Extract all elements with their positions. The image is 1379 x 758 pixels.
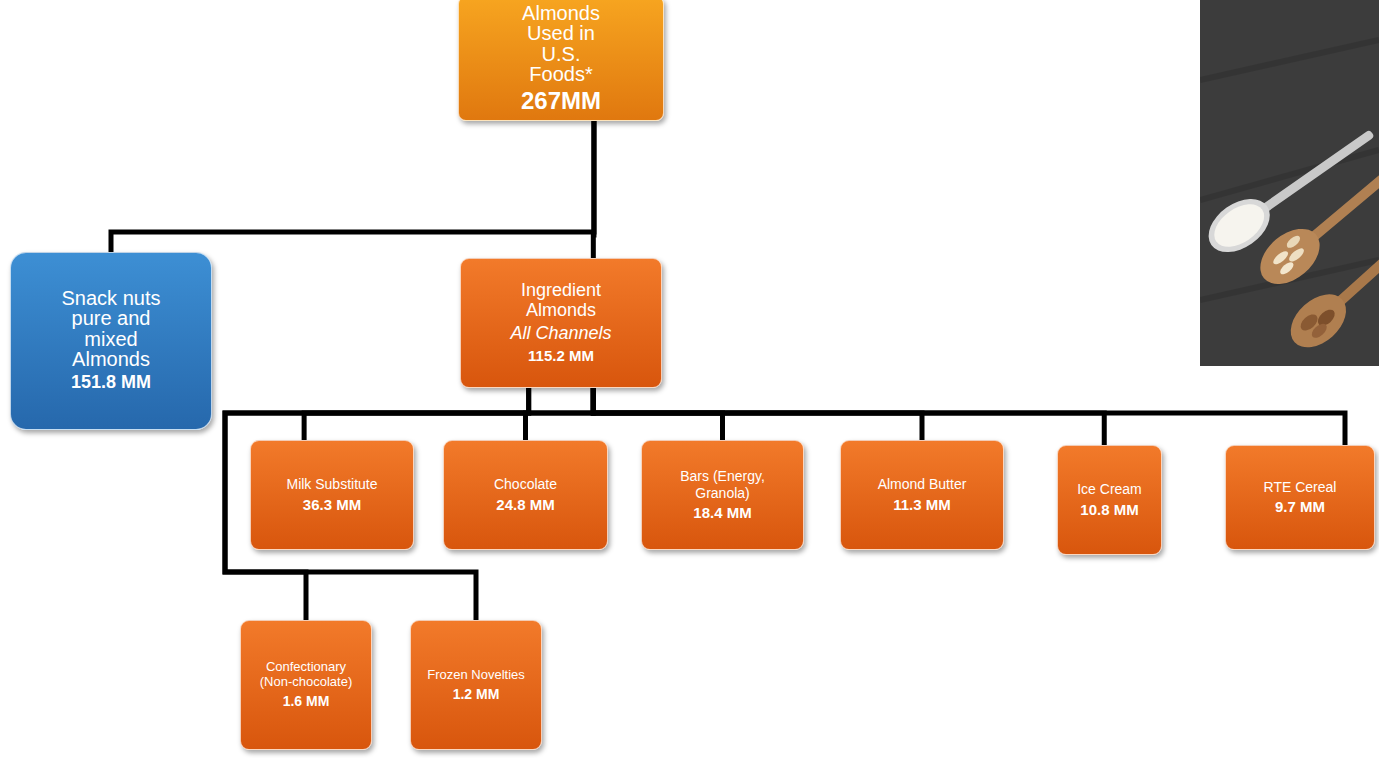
- box-content: Milk Substitute 36.3 MM: [286, 476, 377, 513]
- box-content: Bars (Energy, Granola) 18.4 MM: [668, 468, 778, 521]
- connector-line: [593, 388, 1345, 445]
- category-label: Confectionary (Non-chocolate): [250, 660, 362, 690]
- box-content: Frozen Novelties 1.2 MM: [427, 668, 525, 703]
- connector-line: [593, 388, 1104, 445]
- category-box: Bars (Energy, Granola) 18.4 MM: [641, 440, 804, 550]
- category-label: Bars (Energy, Granola): [668, 468, 778, 500]
- category-box: Ice Cream 10.8 MM: [1057, 445, 1162, 555]
- category-box: Milk Substitute 36.3 MM: [250, 440, 414, 550]
- category-box: Frozen Novelties 1.2 MM: [410, 620, 542, 750]
- box-content: Confectionary (Non-chocolate) 1.6 MM: [250, 660, 362, 710]
- connector-line: [111, 121, 594, 252]
- ingredient-box: Ingredient AlmondsAll Channels 115.2 MM: [460, 258, 662, 388]
- category-box: Almond Butter 11.3 MM: [840, 440, 1004, 550]
- box-content: Snack nuts pure and mixed Almonds151.8 M…: [51, 288, 171, 394]
- volume-value: 267MM: [521, 88, 601, 114]
- category-label: Snack nuts pure and mixed Almonds: [51, 288, 171, 370]
- connector-line: [591, 121, 597, 258]
- box-content: Ingredient AlmondsAll Channels 115.2 MM: [496, 281, 626, 364]
- total-box: Almonds Used in U.S. Foods* 267MM: [458, 0, 664, 121]
- category-label: Chocolate: [494, 476, 557, 492]
- category-label: Ingredient Almonds: [496, 281, 626, 321]
- category-box: Confectionary (Non-chocolate) 1.6 MM: [240, 620, 372, 750]
- category-label: RTE Cereal: [1264, 479, 1337, 495]
- volume-value: 151.8 MM: [71, 372, 151, 394]
- category-label: Almond Butter: [878, 476, 967, 492]
- volume-value: 24.8 MM: [496, 496, 554, 514]
- box-content: RTE Cereal 9.7 MM: [1264, 479, 1337, 516]
- box-content: Almond Butter 11.3 MM: [878, 476, 967, 513]
- category-label: Almonds Used in U.S. Foods*: [518, 3, 604, 85]
- category-label: Frozen Novelties: [427, 668, 525, 683]
- volume-value: 115.2 MM: [528, 347, 594, 365]
- category-label: Ice Cream: [1077, 481, 1142, 497]
- volume-value: 9.7 MM: [1275, 498, 1325, 516]
- connector-line: [526, 388, 594, 440]
- category-label: All Channels: [510, 324, 611, 344]
- volume-value: 36.3 MM: [303, 496, 361, 514]
- snack-box: Snack nuts pure and mixed Almonds151.8 M…: [10, 252, 212, 430]
- volume-value: 1.6 MM: [283, 693, 330, 710]
- volume-value: 1.2 MM: [453, 686, 500, 703]
- volume-value: 11.3 MM: [893, 496, 951, 514]
- category-box: Chocolate 24.8 MM: [443, 440, 608, 550]
- volume-value: 10.8 MM: [1080, 501, 1138, 519]
- category-label: Milk Substitute: [286, 476, 377, 492]
- box-content: Almonds Used in U.S. Foods* 267MM: [518, 3, 604, 114]
- volume-value: 18.4 MM: [693, 504, 751, 522]
- category-box: RTE Cereal 9.7 MM: [1225, 445, 1375, 550]
- almond-spoons-photo: [1200, 0, 1379, 366]
- box-content: Chocolate 24.8 MM: [494, 476, 557, 513]
- box-content: Ice Cream 10.8 MM: [1077, 481, 1142, 518]
